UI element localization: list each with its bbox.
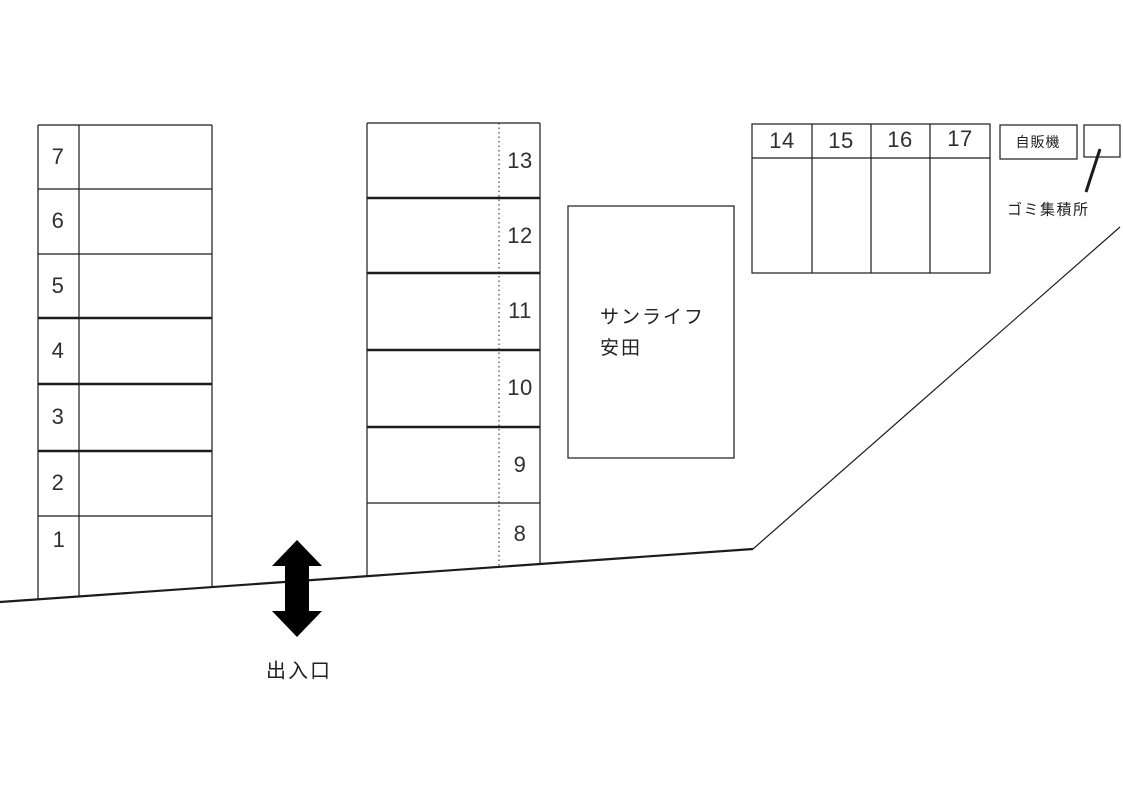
space-6-label: 6	[51, 208, 65, 233]
building-label: サンライフ 安田	[600, 302, 705, 364]
building-outline	[567, 205, 735, 459]
space-4-label: 4	[51, 338, 65, 363]
space-8-label: 8	[513, 521, 527, 546]
left-column-grid	[37, 124, 213, 599]
space-17-label: 17	[947, 126, 973, 151]
space-12-label: 12	[507, 223, 533, 248]
space-7-label: 7	[51, 144, 65, 169]
space-3-label: 3	[51, 404, 65, 429]
space-9-label: 9	[513, 452, 527, 477]
garbage-area-label: ゴミ集積所	[1007, 201, 1090, 219]
vending-machine-box	[999, 124, 1078, 160]
road-line	[0, 226, 1121, 604]
middle-column-grid	[366, 122, 541, 576]
space-11-label: 11	[508, 298, 532, 323]
vending-machine-label: 自販機	[1015, 134, 1061, 150]
space-5-label: 5	[51, 273, 65, 298]
space-14-label: 14	[769, 128, 795, 153]
garbage-box	[1083, 124, 1121, 158]
garbage-pointer-line	[1084, 148, 1102, 193]
space-1-label: 1	[52, 527, 66, 552]
building-name-line1: サンライフ	[600, 307, 706, 328]
entrance-label: 出入口	[266, 660, 332, 683]
space-2-label: 2	[51, 470, 65, 495]
entrance-arrow-icon	[272, 540, 322, 637]
space-13-label: 13	[507, 148, 533, 173]
building-name-line2: 安田	[600, 338, 643, 359]
space-16-label: 16	[887, 127, 913, 152]
top-row-grid	[751, 123, 991, 274]
space-15-label: 15	[828, 128, 854, 153]
space-10-label: 10	[507, 375, 533, 400]
